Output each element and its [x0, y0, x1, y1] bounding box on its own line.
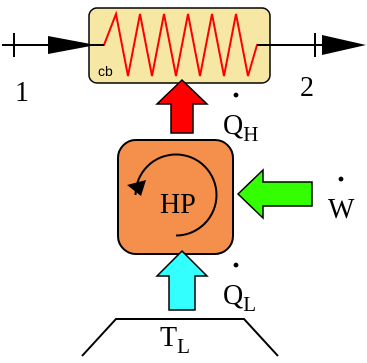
reservoir-label: TL — [160, 322, 190, 358]
resistance-coil-icon — [89, 10, 270, 77]
heat-in-arrow-icon — [155, 249, 209, 311]
heat-out-label: · QH — [223, 79, 258, 146]
svg-text:W: W — [328, 194, 355, 225]
heat-pump-label: HP — [160, 189, 196, 220]
svg-text:QL: QL — [223, 280, 256, 316]
inlet-flow-arrow-icon — [48, 36, 96, 54]
heat-in-label: · QL — [223, 249, 256, 316]
work-in-arrow-icon — [236, 168, 313, 220]
svg-text:·: · — [336, 163, 346, 196]
reservoir: TL — [81, 318, 279, 358]
heat-out-arrow-icon — [155, 78, 209, 134]
circular-arrow-icon — [127, 153, 218, 237]
svg-text:QH: QH — [223, 110, 258, 146]
heater-label: cb — [98, 63, 113, 79]
outlet-flow-arrow-icon — [322, 35, 366, 55]
svg-text:·: · — [231, 249, 241, 282]
reservoir-outline — [81, 318, 279, 357]
state-1-label: 1 — [15, 77, 29, 108]
heater-box: cb — [88, 7, 271, 84]
heat-pump-box: HP — [117, 139, 234, 255]
work-in-label: · W — [328, 163, 355, 225]
svg-text:·: · — [231, 79, 241, 112]
state-2-label: 2 — [300, 72, 314, 103]
